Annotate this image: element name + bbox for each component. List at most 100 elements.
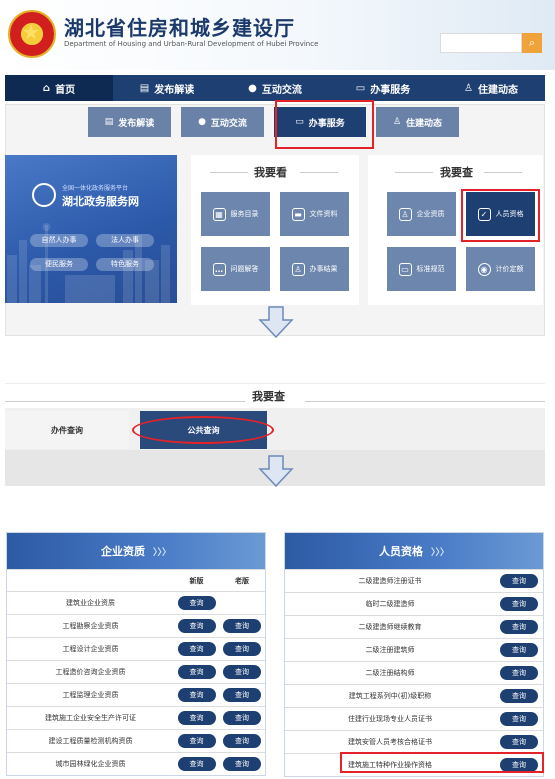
folder-icon: ▬: [291, 207, 305, 221]
query-button[interactable]: 查询: [177, 734, 216, 748]
portal-banner[interactable]: [5, 155, 177, 303]
portal-button[interactable]: 自然人办事: [30, 234, 88, 247]
company-qualification-table: 企业资质 〉〉〉 新版 老版 建筑业企业资质查询工程勘察企业资质查询查询工程设计…: [6, 532, 266, 776]
chat-icon: …: [212, 262, 226, 276]
query-button-old[interactable]: 查询: [223, 642, 261, 656]
row-name: 二级建造师注册证书: [358, 577, 422, 585]
portal-button[interactable]: 特色服务: [96, 258, 154, 271]
query-button-old[interactable]: 查询: [223, 665, 261, 679]
tile-standards[interactable]: ▭标准规范: [387, 247, 456, 291]
sub-nav: ▤发布解读 ●互动交流 ▭办事服务 ♙住建动态: [88, 107, 459, 137]
portal-button[interactable]: 法人办事: [96, 234, 154, 247]
query-button-old[interactable]: 查询: [223, 619, 261, 633]
table-row: 建筑业企业资质查询: [7, 591, 265, 614]
query-button[interactable]: 查询: [177, 757, 216, 771]
query-button[interactable]: 查询: [500, 666, 538, 680]
nav-item-publish[interactable]: ▤发布解读: [139, 82, 195, 96]
person-qualification-table: 人员资格 〉〉〉 二级建造师注册证书查询临时二级建造师查询二级建造师继续教育查询…: [284, 532, 544, 777]
tile-person-qualification[interactable]: ✓人员资格: [466, 192, 535, 236]
down-arrow-icon: [258, 455, 294, 487]
tile-documents[interactable]: ▬文件资料: [280, 192, 349, 236]
query-button[interactable]: 查询: [177, 688, 216, 702]
query-button-old[interactable]: 查询: [223, 757, 261, 771]
person-icon: ♙: [291, 262, 305, 276]
nav-item-service[interactable]: ▭办事服务: [355, 82, 411, 96]
row-name: 建筑工程系列中(初)级职称: [348, 692, 432, 700]
tab-case-query[interactable]: 办件查询: [5, 411, 129, 449]
nav-item-home[interactable]: ⌂首页: [5, 75, 113, 101]
row-name: 建筑安管人员考核合格证书: [348, 738, 432, 746]
divider: [305, 401, 545, 402]
query-button[interactable]: 查询: [500, 758, 538, 772]
highlight-ellipse: [132, 416, 274, 444]
query-button[interactable]: 查询: [500, 643, 538, 657]
divider: [395, 172, 433, 173]
grid-icon: ▦: [212, 207, 226, 221]
divider: [484, 172, 522, 173]
monitor-icon: ▭: [295, 117, 304, 127]
subnav-service[interactable]: ▭办事服务: [274, 107, 366, 137]
portal-name: 湖北政务服务网: [62, 195, 139, 208]
query-button[interactable]: 查询: [177, 596, 216, 610]
table-title: 企业资质: [100, 545, 145, 558]
query-button[interactable]: 查询: [500, 689, 538, 703]
table-row: 二级注册结构师查询: [285, 661, 543, 684]
person-icon: ♙: [398, 207, 412, 221]
query-button-old[interactable]: 查询: [223, 688, 261, 702]
home-icon: ⌂: [42, 82, 51, 94]
tile-service-catalog[interactable]: ▦服务目录: [201, 192, 270, 236]
document-icon: ▤: [104, 117, 114, 127]
row-name: 工程造价咨询企业资质: [55, 668, 126, 676]
badge-icon: ✓: [477, 207, 491, 221]
query-button-old[interactable]: 查询: [223, 711, 261, 725]
nav-item-news[interactable]: ♙住建动态: [464, 82, 518, 96]
person-icon: ♙: [392, 117, 402, 127]
search-icon[interactable]: ⌕: [522, 33, 542, 53]
query-panel-title: 我要查: [252, 390, 285, 403]
subnav-publish[interactable]: ▤发布解读: [88, 107, 171, 137]
row-name: 工程设计企业资质: [62, 645, 119, 653]
query-panel-header: [5, 383, 545, 407]
highlight-box: [340, 752, 544, 773]
table-row: 建设工程质量检测机构资质 查询查询: [7, 729, 265, 752]
site-title: 湖北省住房和城乡建设厅: [64, 16, 295, 40]
document-icon: ▤: [139, 82, 150, 94]
table-header: 企业资质 〉〉〉: [7, 533, 265, 569]
subnav-news[interactable]: ♙住建动态: [376, 107, 459, 137]
target-icon: ◉: [477, 262, 491, 276]
tile-faq[interactable]: …问题解答: [201, 247, 270, 291]
tile-company-qualification[interactable]: ♙企业资质: [387, 192, 456, 236]
row-name: 建设工程质量检测机构资质: [48, 737, 133, 745]
query-button[interactable]: 查询: [500, 597, 538, 611]
table-row: 临时二级建造师查询: [285, 592, 543, 615]
kan-title: 我要看: [254, 166, 287, 179]
table-row: 二级建造师继续教育查询: [285, 615, 543, 638]
tile-results[interactable]: ♙办事结果: [280, 247, 349, 291]
highlight-box: [275, 100, 374, 149]
query-button[interactable]: 查询: [177, 665, 216, 679]
monitor-icon: ▭: [355, 82, 366, 94]
table-row: 建筑安管人员考核合格证书 查询: [285, 730, 543, 753]
query-button-old[interactable]: 查询: [223, 734, 261, 748]
query-button[interactable]: 查询: [177, 642, 216, 656]
monitor-icon: ▭: [398, 262, 412, 276]
query-button[interactable]: 查询: [500, 574, 538, 588]
table-row: 工程监理企业资质查询查询: [7, 683, 265, 706]
table-row: 工程勘察企业资质查询查询: [7, 614, 265, 637]
query-button[interactable]: 查询: [500, 735, 538, 749]
query-button[interactable]: 查询: [500, 620, 538, 634]
divider: [210, 172, 248, 173]
subnav-interact[interactable]: ●互动交流: [181, 107, 264, 137]
portal-button[interactable]: 便民服务: [30, 258, 88, 271]
query-button[interactable]: 查询: [500, 712, 538, 726]
arrows-icon: 〉〉〉: [152, 547, 171, 558]
query-button[interactable]: 查询: [177, 711, 216, 725]
table-row: 建筑工程系列中(初)级职称 查询: [285, 684, 543, 707]
row-name: 建筑施工企业安全生产许可证: [45, 714, 136, 722]
table-row: 住建行业现场专业人员证书查询: [285, 707, 543, 730]
tile-pricing[interactable]: ◉计价定额: [466, 247, 535, 291]
query-button[interactable]: 查询: [177, 619, 216, 633]
search-input[interactable]: [440, 33, 522, 53]
nav-item-interact[interactable]: ●互动交流: [248, 82, 302, 96]
row-name: 二级注册建筑师: [365, 646, 415, 654]
